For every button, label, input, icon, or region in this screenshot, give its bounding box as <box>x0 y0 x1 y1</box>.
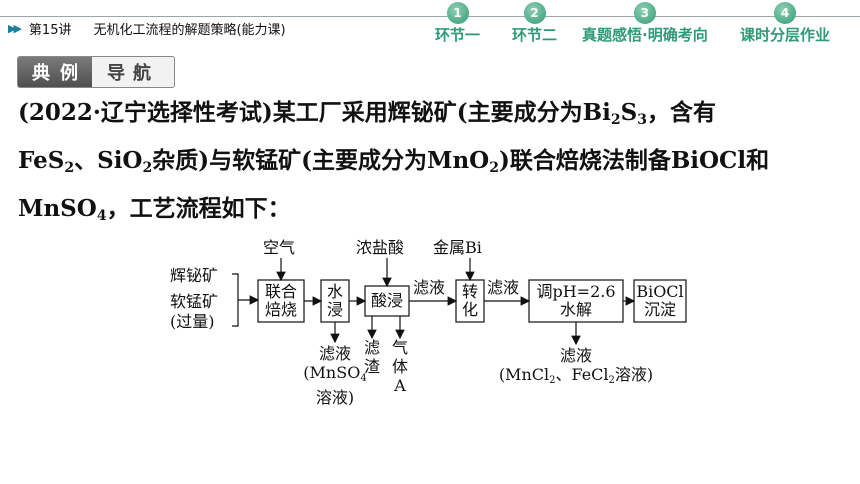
label-filtrate-1: 滤液 <box>413 278 446 297</box>
box-water-line1: 水 <box>326 282 343 301</box>
process-flow-diagram: 辉铋矿 软锰矿 (过量) 空气 浓盐酸 金属Bi 联合 焙烧 水 浸 酸浸 转 … <box>0 230 860 450</box>
output-residue: 滤 渣 <box>362 338 382 376</box>
header-divider <box>0 16 860 17</box>
label-metal-bi: 金属Bi <box>433 238 482 257</box>
nav-section-3[interactable]: 3 真题感悟·明确考向 <box>582 2 708 46</box>
residue-line2: 渣 <box>363 357 380 376</box>
gas-line3: A <box>394 376 406 395</box>
nav-badge-2: 2 <box>523 2 546 24</box>
nav-section-4[interactable]: 4 课时分层作业 <box>740 2 830 46</box>
nav-section-2[interactable]: 2 环节二 <box>512 2 557 46</box>
play-arrows-icon: ▶▶ <box>8 21 22 35</box>
q3-text-b: ，工艺流程如下： <box>106 195 291 222</box>
output-gas-a: 气 体 A <box>390 338 410 395</box>
q2-text-b: 、SiO <box>74 147 143 174</box>
section-tag-light: 导航 <box>107 63 159 84</box>
out2-sub-1: 2 <box>549 375 556 386</box>
label-conc-hcl: 浓盐酸 <box>356 238 405 257</box>
out2-text-b: 、FeCl <box>555 365 609 384</box>
box-acid-line1: 酸浸 <box>370 291 403 310</box>
q2-text-a: FeS <box>18 147 65 174</box>
nav-badge-1: 1 <box>446 2 469 24</box>
box-acid-leach-label: 酸浸 <box>365 286 409 316</box>
out2-text-a: (MnCl <box>498 365 550 384</box>
question-line-2: FeS2、SiO2杂质)与软锰矿(主要成分为MnO2)联合焙烧法制备BiOCl和 <box>18 146 769 183</box>
nav-section-1[interactable]: 1 环节一 <box>435 2 480 46</box>
gas-line2: 体 <box>391 357 408 376</box>
gas-line1: 气 <box>391 338 408 357</box>
residue-line1: 滤 <box>363 338 380 357</box>
nav-label-1: 环节一 <box>435 26 481 44</box>
output-filtrate-chlorides: 滤液 (MnCl2、FeCl2溶液) <box>488 346 664 390</box>
nav-label-3: 真题感悟·明确考向 <box>582 26 708 44</box>
box-roast-line1: 联合 <box>264 282 297 301</box>
q2-text-c: 杂质)与软锰矿(主要成分为MnO <box>152 147 490 174</box>
out2-text-c: 溶液) <box>614 365 654 384</box>
q1-text-b: S <box>620 99 638 126</box>
box-roast-label: 联合 焙烧 <box>258 280 304 322</box>
q2-text-d: )联合焙烧法制备BiOCl和 <box>498 147 770 174</box>
input-bracket <box>232 273 239 327</box>
question-line-3: MnSO4，工艺流程如下： <box>18 194 291 231</box>
out1-line1: 滤液 <box>318 344 351 363</box>
out1-line2: (MnSO <box>303 363 361 382</box>
box-roast-line2: 焙烧 <box>264 300 297 319</box>
lesson-title-bar: ▶▶ 第15讲 无机化工流程的解题策略(能力课) <box>8 17 286 39</box>
lesson-title: 无机化工流程的解题策略(能力课) <box>93 22 286 38</box>
box-hydrolysis-label: 调pH=2.6 水解 <box>529 280 623 322</box>
q3-text-a: MnSO <box>18 195 97 222</box>
nav-badge-4: 4 <box>774 2 796 24</box>
label-air: 空气 <box>263 238 296 257</box>
q2-sub-3: 2 <box>489 160 499 176</box>
box-product-label: BiOCl 沉淀 <box>634 280 686 322</box>
box-product-line1: BiOCl <box>636 282 684 301</box>
flow-lines <box>232 258 687 346</box>
lesson-number: 第15讲 <box>28 22 72 38</box>
nav-badge-3: 3 <box>633 2 656 24</box>
label-bismuthinite: 辉铋矿 <box>170 266 219 285</box>
nav-label-2: 环节二 <box>512 26 558 44</box>
out1-line3: 溶液) <box>315 388 355 407</box>
out2-line1: 滤液 <box>559 346 592 365</box>
question-line-1: (2022·辽宁选择性考试)某工厂采用辉铋矿(主要成分为Bi2S3，含有 <box>18 98 716 135</box>
box-hydrolysis-line1: 调pH=2.6 <box>536 282 616 301</box>
q1-text-a: (2022·辽宁选择性考试)某工厂采用辉铋矿(主要成分为Bi <box>18 99 611 126</box>
out2-sub-2: 2 <box>608 375 615 386</box>
out1-sub: 4 <box>360 373 367 384</box>
output-filtrate-mnso4: 滤液 (MnSO4 溶液) <box>302 344 368 407</box>
section-tag-dark: 典例 <box>18 57 92 87</box>
q3-sub-1: 4 <box>96 208 107 224</box>
label-pyrolusite: 软锰矿 <box>170 292 219 311</box>
box-product-line2: 沉淀 <box>643 300 676 319</box>
q2-sub-1: 2 <box>64 160 75 176</box>
box-water-leach-label: 水 浸 <box>321 280 349 322</box>
q1-sub-2: 3 <box>637 112 647 128</box>
box-convert-line2: 化 <box>461 300 478 319</box>
label-excess: (过量) <box>170 312 215 331</box>
nav-label-4: 课时分层作业 <box>740 26 831 44</box>
box-convert-label: 转 化 <box>456 280 484 322</box>
header-bar: ▶▶ 第15讲 无机化工流程的解题策略(能力课) 1 环节一 2 环节二 3 真… <box>0 0 860 46</box>
label-filtrate-2: 滤液 <box>487 278 520 297</box>
q1-sub-1: 2 <box>610 112 621 128</box>
q2-sub-2: 2 <box>142 160 153 176</box>
box-water-line2: 浸 <box>326 300 343 319</box>
section-tag: 典例 导航 <box>17 56 175 88</box>
box-convert-line1: 转 <box>461 282 478 301</box>
q1-text-c: ，含有 <box>646 99 716 126</box>
box-hydrolysis-line2: 水解 <box>559 300 592 319</box>
